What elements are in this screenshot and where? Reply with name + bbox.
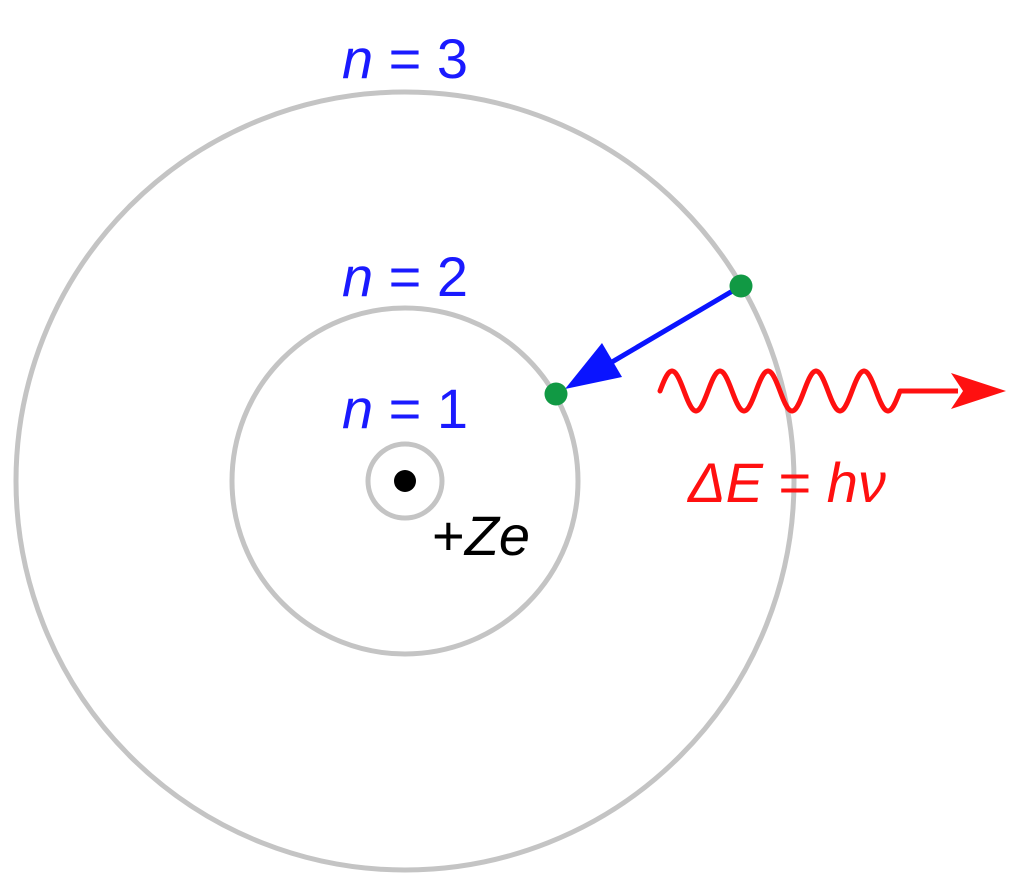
electron-initial: [729, 274, 753, 298]
orbit-n3: [13, 89, 797, 873]
photon-wave: [657, 368, 908, 414]
transition-arrow-shaft: [609, 283, 744, 365]
orbit-n1: [365, 441, 445, 521]
nucleus-charge-sign: +: [432, 504, 465, 567]
photon-energy-equals: =: [763, 451, 827, 514]
nucleus-charge-label: +Ze: [432, 504, 530, 567]
nucleus-dot: [394, 470, 416, 492]
level-label-n3-var: n: [342, 27, 373, 90]
level-label-n3-value: = 3: [373, 27, 468, 90]
level-label-n1: n = 1: [342, 377, 468, 440]
level-label-n3: n = 3: [342, 27, 468, 90]
photon-energy-var: ΔE: [686, 451, 764, 514]
transition-arrow-head: [565, 343, 622, 389]
photon-arrow-head: [951, 373, 1006, 409]
level-label-n2-value: = 2: [373, 245, 468, 308]
electron-final: [544, 382, 568, 406]
level-label-n1-value: = 1: [373, 377, 468, 440]
level-label-n2: n = 2: [342, 245, 468, 308]
photon-energy-expr: hν: [827, 451, 886, 514]
photon-energy-label: ΔE = hν: [686, 451, 886, 514]
level-label-n2-var: n: [342, 245, 373, 308]
nucleus-charge-var: Ze: [463, 504, 530, 567]
orbit-n2: [229, 305, 581, 657]
level-label-n1-var: n: [342, 377, 373, 440]
